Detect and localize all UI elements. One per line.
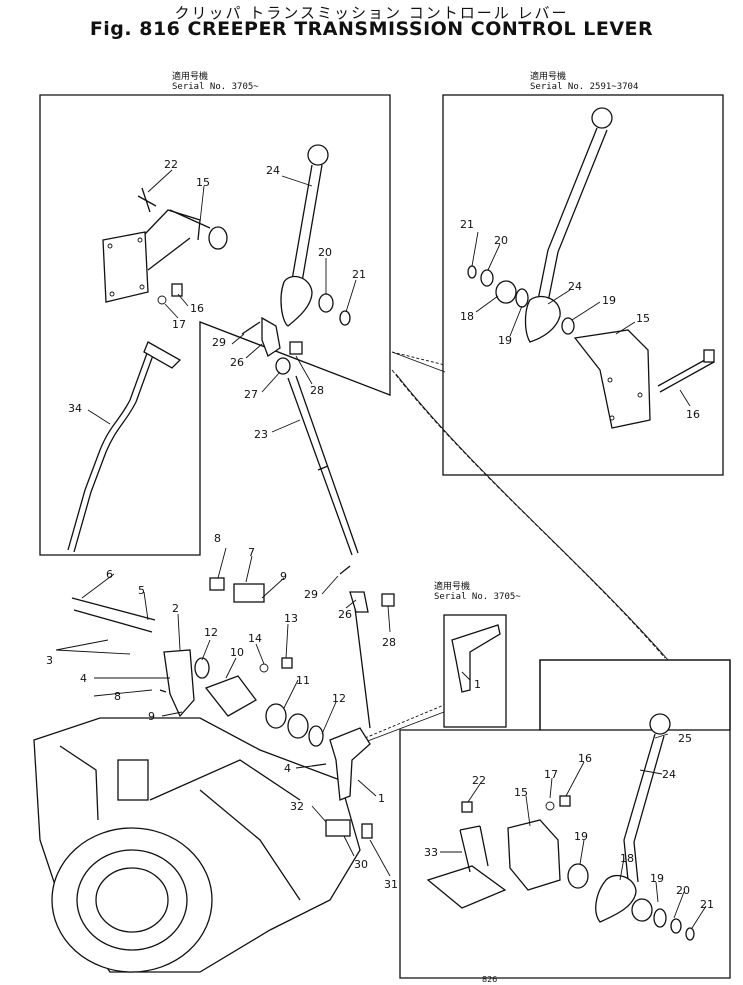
callout-27: 27: [244, 388, 258, 401]
callout-17: 17: [172, 318, 186, 331]
callout-20-lower: 20: [676, 884, 690, 897]
callout-2: 2: [172, 602, 179, 615]
callout-11: 11: [296, 674, 310, 687]
middle-inset-lever: [451, 624, 501, 693]
callout-19-lower-a: 19: [574, 830, 588, 843]
callout-23: 23: [254, 428, 268, 441]
leader-connectors: [364, 351, 669, 743]
callout-labels: 22 15 16 17 34 24 20 21 29 26 27 28 23 2…: [46, 158, 714, 911]
callout-1: 1: [378, 792, 385, 805]
callout-22-lower: 22: [472, 774, 486, 787]
callout-26-upper: 26: [230, 356, 244, 369]
callout-8-left: 8: [114, 690, 121, 703]
callout-32: 32: [290, 800, 304, 813]
callout-20-right: 20: [494, 234, 508, 247]
callout-19-right-a: 19: [498, 334, 512, 347]
figure-title: Fig. 816 CREEPER TRANSMISSION CONTROL LE…: [89, 18, 654, 40]
callout-25: 25: [678, 732, 692, 745]
callout-17-lower: 17: [544, 768, 558, 781]
callout-6: 6: [106, 568, 113, 581]
inset-frames: [39, 94, 731, 979]
callout-15-right: 15: [636, 312, 650, 325]
upper-right-assembly: [467, 107, 715, 429]
callout-24-right: 24: [568, 280, 582, 293]
callout-18-right: 18: [460, 310, 474, 323]
callout-15-lower: 15: [514, 786, 528, 799]
callout-22: 22: [164, 158, 178, 171]
callout-4-right: 4: [284, 762, 291, 775]
callout-34: 34: [68, 402, 82, 415]
callout-5: 5: [138, 584, 145, 597]
callout-9-left: 9: [148, 710, 155, 723]
callout-18-lower: 18: [620, 852, 634, 865]
main-transmission-assembly: [33, 565, 395, 973]
callout-21-lower: 21: [700, 898, 714, 911]
inset-upper-right-serial: 適用号機 Serial No. 2591~3704: [530, 72, 639, 92]
upper-left-assembly: [67, 144, 359, 556]
callout-21-right: 21: [460, 218, 474, 231]
callout-24-lower: 24: [662, 768, 676, 781]
callout-13: 13: [284, 612, 298, 625]
callout-26-lower: 26: [338, 608, 352, 621]
lower-right-assembly: [426, 713, 695, 941]
callout-16-lower: 16: [578, 752, 592, 765]
callout-12-left: 12: [204, 626, 218, 639]
callout-16: 16: [190, 302, 204, 315]
callout-33: 33: [424, 846, 438, 859]
callout-12-right: 12: [332, 692, 346, 705]
callout-20-upper: 20: [318, 246, 332, 259]
callout-28-upper: 28: [310, 384, 324, 397]
inset-middle-serial: 適用号機 Serial No. 3705~: [434, 582, 521, 602]
callout-29-lower: 29: [304, 588, 318, 601]
title-japanese: クリッパ トランスミッション コントロール レバー: [174, 4, 569, 22]
callout-9-top: 9: [280, 570, 287, 583]
callout-7: 7: [248, 546, 255, 559]
callout-24-upper: 24: [266, 164, 280, 177]
callout-21-upper: 21: [352, 268, 366, 281]
callout-3: 3: [46, 654, 53, 667]
callout-30: 30: [354, 858, 368, 871]
page-mark: 826: [482, 975, 498, 984]
callout-16-right: 16: [686, 408, 700, 421]
inset-upper-left-serial: 適用号機 Serial No. 3705~: [172, 72, 259, 92]
callout-10: 10: [230, 646, 244, 659]
callout-15: 15: [196, 176, 210, 189]
callout-4-left: 4: [80, 672, 87, 685]
callout-19-right-b: 19: [602, 294, 616, 307]
callout-14: 14: [248, 632, 262, 645]
callout-8-top: 8: [214, 532, 221, 545]
callout-19-lower-b: 19: [650, 872, 664, 885]
callout-28-lower: 28: [382, 636, 396, 649]
callout-29-upper: 29: [212, 336, 226, 349]
callout-leaders: [55, 169, 707, 929]
callout-31: 31: [384, 878, 398, 891]
callout-1-inset: 1: [474, 678, 481, 691]
